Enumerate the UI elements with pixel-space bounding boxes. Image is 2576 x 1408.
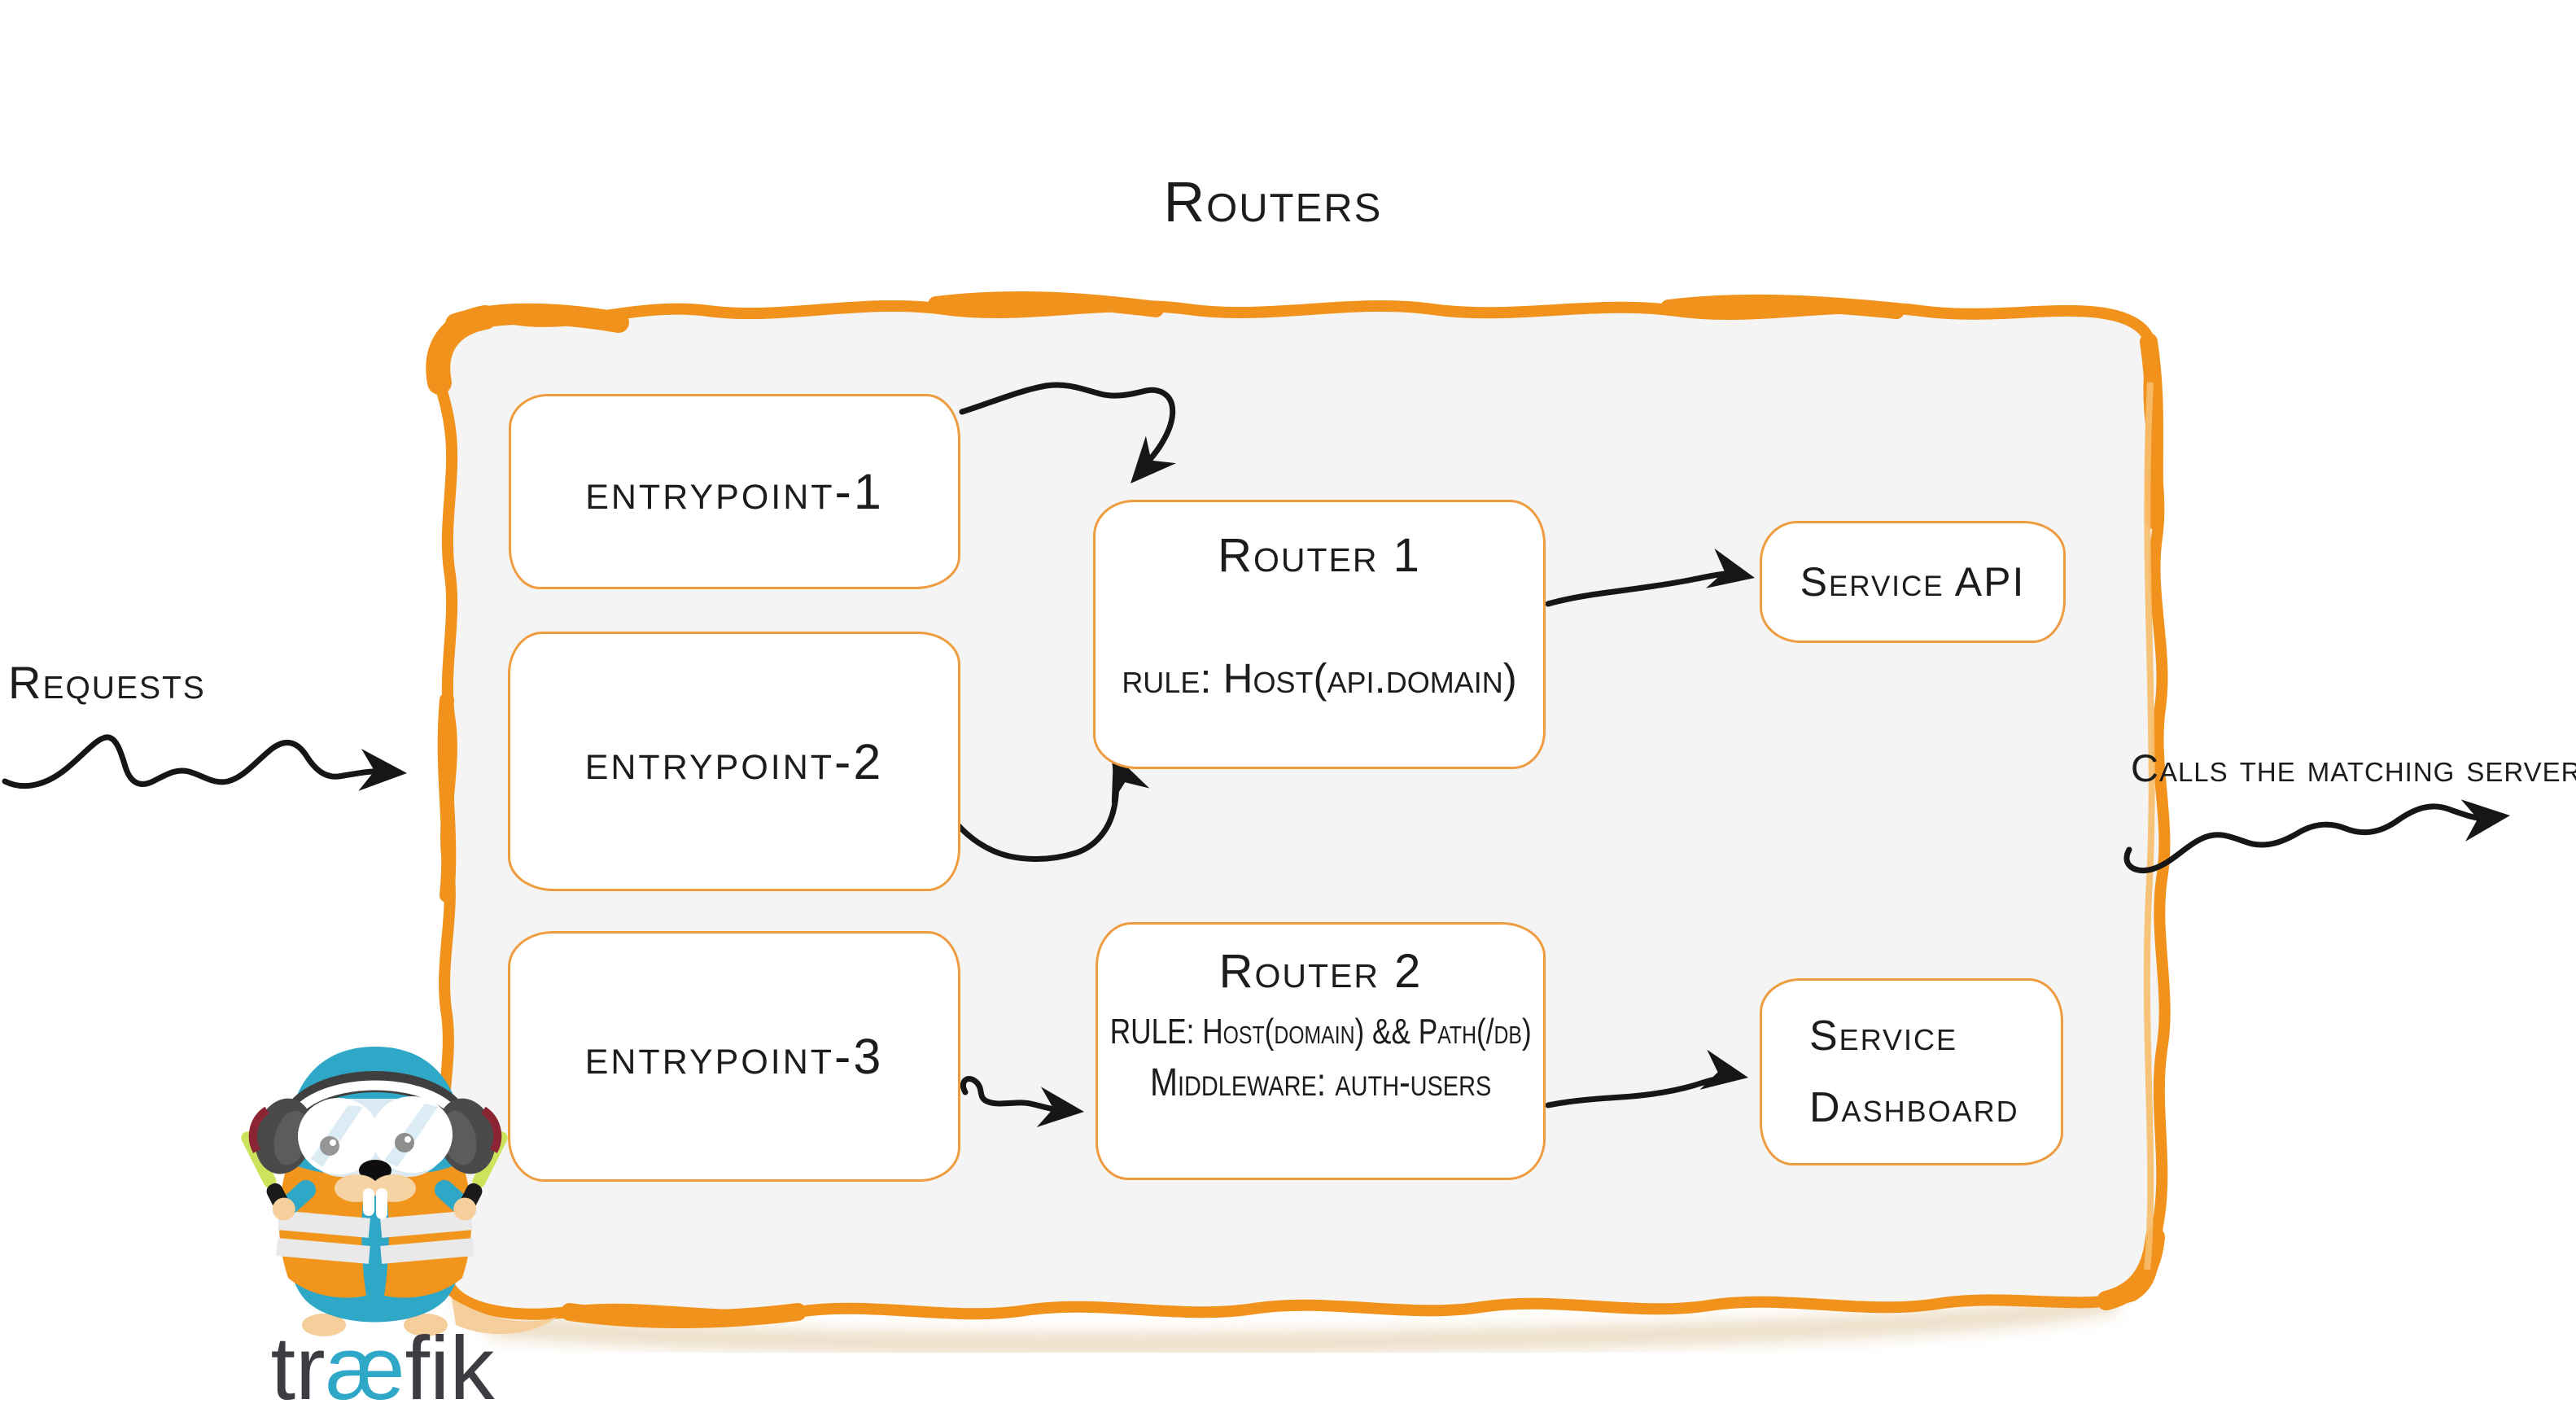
entrypoint-1-node: entrypoint-1 [509,394,960,589]
router-2-title: Router 2 [1218,945,1423,998]
service-api-label: Service API [1800,559,2026,605]
entrypoint-3-label: entrypoint-3 [584,1029,884,1084]
arrows [2,382,2510,1128]
service-dashboard-label-line1: Service [1809,1012,1958,1060]
arrow-entrypoint1-to-router1 [959,382,1177,483]
wordmark-fik: fik [405,1318,495,1408]
wordmark-ae: æ [325,1318,405,1408]
requests-label: Requests [8,657,206,708]
router-1-node: Router 1 rule: Host(api.domain) [1093,500,1546,769]
router-2-node: Router 2 RULE: Host(domain) && Path(/db)… [1096,922,1546,1180]
service-dashboard-node: Service Dashboard [1760,978,2063,1165]
entrypoint-3-node: entrypoint-3 [508,931,960,1182]
page-title: Routers [1163,170,1383,234]
arrow-entrypoint3-to-router2 [960,1076,1084,1128]
traefik-wordmark: træfik [228,1317,537,1408]
wordmark-tr: tr [270,1318,326,1408]
calls-matching-server-label: Calls the matching server [2131,746,2576,789]
entrypoint-2-node: entrypoint-2 [508,632,960,891]
arrow-router2-to-service-dashboard [1545,1049,1748,1108]
service-dashboard-label-line2: Dashboard [1809,1084,2019,1131]
arrow-calls-out [2123,799,2510,873]
entrypoint-2-label: entrypoint-2 [584,733,884,789]
arrow-router1-to-service-api [1545,548,1755,607]
entrypoint-1-label: entrypoint-1 [585,464,884,519]
arrow-requests-in [2,734,407,791]
service-api-node: Service API [1760,521,2066,643]
router-1-rule: rule: Host(api.domain) [1122,655,1517,702]
router-2-rule: RULE: Host(domain) && Path(/db) [1109,1012,1532,1052]
router-1-title: Router 1 [1218,529,1421,582]
router-2-middleware: Middleware: auth-users [1149,1061,1492,1104]
